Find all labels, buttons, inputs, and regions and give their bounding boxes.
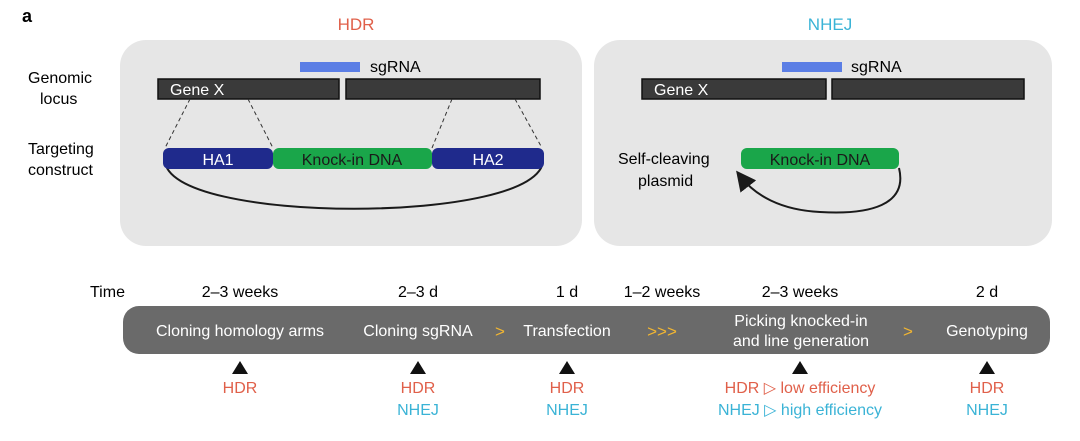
panel-label: a xyxy=(22,6,33,26)
nhej-title: NHEJ xyxy=(808,15,852,34)
marker-3-nhej: NHEJ xyxy=(546,402,588,419)
nhej-plasmid-arrow xyxy=(736,167,902,214)
genomic-locus-label-2: locus xyxy=(40,91,77,108)
marker-5-hdr: HDR xyxy=(970,380,1005,397)
nhej-sgrna-bar xyxy=(782,62,842,72)
hdr-ha1-bar xyxy=(163,148,273,169)
marker-triangle-3 xyxy=(559,361,575,374)
marker-triangle-5 xyxy=(979,361,995,374)
nhej-plasmid-label-2: plasmid xyxy=(638,173,693,190)
genomic-locus-label-1: Genomic xyxy=(28,70,92,87)
marker-triangle-2 xyxy=(410,361,426,374)
step-cloning-homology-arms: Cloning homology arms xyxy=(156,323,324,340)
hdr-ha2-label: HA2 xyxy=(472,152,503,169)
timeline-bar xyxy=(123,306,1050,354)
targeting-construct-label-1: Targeting xyxy=(28,141,94,158)
marker-4-nhej-efficiency: NHEJ ▷ high efficiency xyxy=(718,402,882,419)
nhej-sgrna-label: sgRNA xyxy=(851,59,902,76)
duration-2: 2–3 d xyxy=(398,284,438,301)
marker-3-hdr: HDR xyxy=(550,380,585,397)
duration-4: 1–2 weeks xyxy=(624,284,701,301)
nhej-gene-bar-left xyxy=(641,78,827,100)
duration-3: 1 d xyxy=(556,284,578,301)
nhej-plasmid-label-1: Self-cleaving xyxy=(618,151,710,168)
step-genotyping: Genotyping xyxy=(946,323,1028,340)
hdr-gene-bar-right xyxy=(345,78,541,100)
duration-6: 2 d xyxy=(976,284,998,301)
hdr-title: HDR xyxy=(338,15,375,34)
marker-triangles xyxy=(232,361,995,374)
marker-1-hdr: HDR xyxy=(223,380,258,397)
time-label: Time xyxy=(90,284,125,301)
step-transfection: Transfection xyxy=(523,323,610,340)
hdr-knockin-label: Knock-in DNA xyxy=(302,152,403,169)
marker-2-hdr: HDR xyxy=(401,380,436,397)
marker-triangle-1 xyxy=(232,361,248,374)
hdr-gene-label: Gene X xyxy=(170,82,225,99)
nhej-knockin-bar xyxy=(741,148,899,169)
hdr-plasmid-backbone xyxy=(164,159,544,210)
separator-3: > xyxy=(903,322,913,341)
marker-triangle-4 xyxy=(792,361,808,374)
hdr-sgrna-label: sgRNA xyxy=(370,59,421,76)
marker-2-nhej: NHEJ xyxy=(397,402,439,419)
hdr-knockin-bar xyxy=(273,148,432,169)
step-picking-line-1: Picking knocked-in xyxy=(734,313,867,330)
marker-4-hdr-efficiency: HDR ▷ low efficiency xyxy=(725,380,876,397)
hdr-ha1-label: HA1 xyxy=(202,152,233,169)
hdr-sgrna-bar xyxy=(300,62,360,72)
targeting-construct-label-2: construct xyxy=(28,162,93,179)
separator-1: > xyxy=(495,322,505,341)
hdr-ha2-bar xyxy=(432,148,544,169)
nhej-gene-label: Gene X xyxy=(654,82,709,99)
nhej-gene-bar-right xyxy=(831,78,1025,100)
hdr-alignment-lines xyxy=(164,98,543,149)
duration-1: 2–3 weeks xyxy=(202,284,279,301)
marker-5-nhej: NHEJ xyxy=(966,402,1008,419)
duration-5: 2–3 weeks xyxy=(762,284,839,301)
nhej-knockin-label: Knock-in DNA xyxy=(770,152,871,169)
step-cloning-sgrna: Cloning sgRNA xyxy=(363,323,473,340)
separator-2: >>> xyxy=(647,322,677,341)
step-picking-line-2: and line generation xyxy=(733,333,869,350)
